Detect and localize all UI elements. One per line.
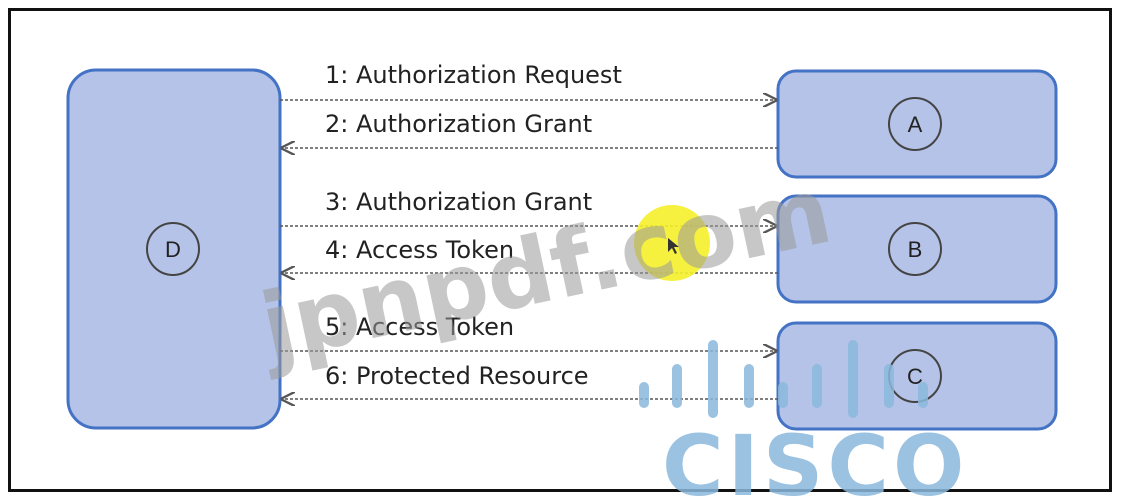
message-1: 1: Authorization Request bbox=[280, 61, 776, 100]
node-resource-server-box bbox=[776, 321, 1058, 431]
node-token-server-box bbox=[776, 194, 1058, 304]
node-client-circle bbox=[146, 222, 200, 276]
message-6-label: 6: Protected Resource bbox=[325, 362, 589, 390]
message-5: 5: Access Token bbox=[280, 313, 776, 351]
message-2-label: 2: Authorization Grant bbox=[325, 110, 592, 138]
message-1-label: 1: Authorization Request bbox=[325, 61, 622, 89]
node-token-server-label: B bbox=[908, 237, 923, 262]
node-auth-server-circle bbox=[888, 97, 942, 151]
cisco-logo-word: CISCO bbox=[662, 417, 968, 503]
node-auth-server: A bbox=[776, 69, 1058, 179]
node-token-server: B bbox=[776, 194, 1058, 304]
message-5-label: 5: Access Token bbox=[325, 313, 514, 341]
cursor-highlight bbox=[634, 205, 710, 281]
message-6: 6: Protected Resource bbox=[282, 362, 778, 399]
message-3-label: 3: Authorization Grant bbox=[325, 188, 592, 216]
node-token-server-circle bbox=[888, 222, 942, 276]
cisco-logo-bars-icon bbox=[639, 340, 928, 418]
node-resource-server: C bbox=[776, 321, 1058, 431]
node-client-box bbox=[66, 68, 282, 430]
message-3: 3: Authorization Grant bbox=[280, 188, 776, 226]
message-4: 4: Access Token bbox=[282, 236, 778, 273]
cursor-pointer-icon bbox=[668, 238, 679, 254]
cisco-logo: CISCO bbox=[639, 340, 968, 503]
node-auth-server-box bbox=[776, 69, 1058, 179]
node-auth-server-label: A bbox=[908, 112, 923, 137]
message-4-label: 4: Access Token bbox=[325, 236, 514, 264]
node-client-label: D bbox=[165, 237, 181, 262]
node-client: D bbox=[66, 68, 282, 430]
node-resource-server-label: C bbox=[907, 364, 923, 389]
message-2: 2: Authorization Grant bbox=[282, 110, 778, 148]
